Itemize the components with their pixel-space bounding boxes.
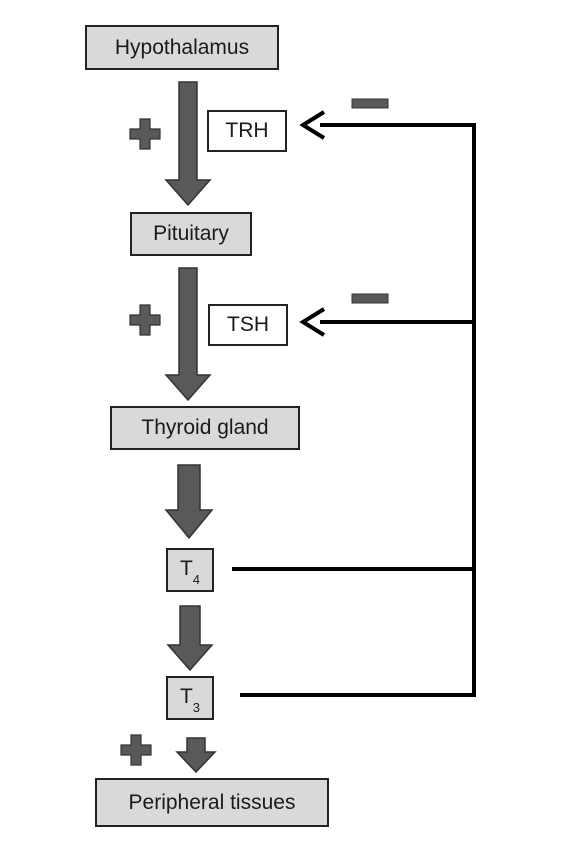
- node-t4-label: T4: [179, 556, 200, 587]
- hormone-trh: TRH: [207, 110, 287, 152]
- arrow-t3-to-peripheral: [175, 737, 217, 774]
- hormone-trh-label: TRH: [225, 119, 269, 142]
- arrow-thyroid-to-t4: [164, 464, 214, 540]
- arrow-hypothalamus-to-pituitary: [164, 81, 212, 207]
- node-pituitary-label: Pituitary: [153, 222, 229, 245]
- arrow-t4-to-t3: [166, 605, 214, 672]
- t3-subscript: 3: [192, 700, 201, 716]
- plus-icon-trh: [129, 118, 161, 150]
- node-thyroid-gland: Thyroid gland: [110, 406, 300, 450]
- t4-base: T: [179, 556, 193, 580]
- node-t3-label: T3: [179, 684, 200, 715]
- node-peripheral-tissues-label: Peripheral tissues: [128, 790, 296, 814]
- t4-subscript: 4: [192, 572, 201, 588]
- node-hypothalamus-label: Hypothalamus: [114, 35, 250, 59]
- minus-icon-trh: [351, 98, 389, 109]
- feedback-arrowhead-tsh: [299, 307, 326, 337]
- arrow-pituitary-to-thyroid: [164, 267, 212, 402]
- minus-icon-tsh: [351, 293, 389, 304]
- node-thyroid-gland-label: Thyroid gland: [141, 416, 269, 439]
- hormone-tsh-label: TSH: [227, 313, 269, 336]
- node-hypothalamus: Hypothalamus: [85, 25, 279, 70]
- node-pituitary: Pituitary: [130, 212, 252, 256]
- feedback-arrowhead-trh: [299, 110, 326, 140]
- hormone-tsh: TSH: [208, 304, 288, 346]
- node-t3: T3: [166, 676, 214, 720]
- plus-icon-tsh: [129, 304, 161, 336]
- t3-base: T: [179, 684, 193, 708]
- node-peripheral-tissues: Peripheral tissues: [95, 778, 329, 827]
- node-t4: T4: [166, 548, 214, 592]
- plus-icon-peripheral: [120, 734, 152, 766]
